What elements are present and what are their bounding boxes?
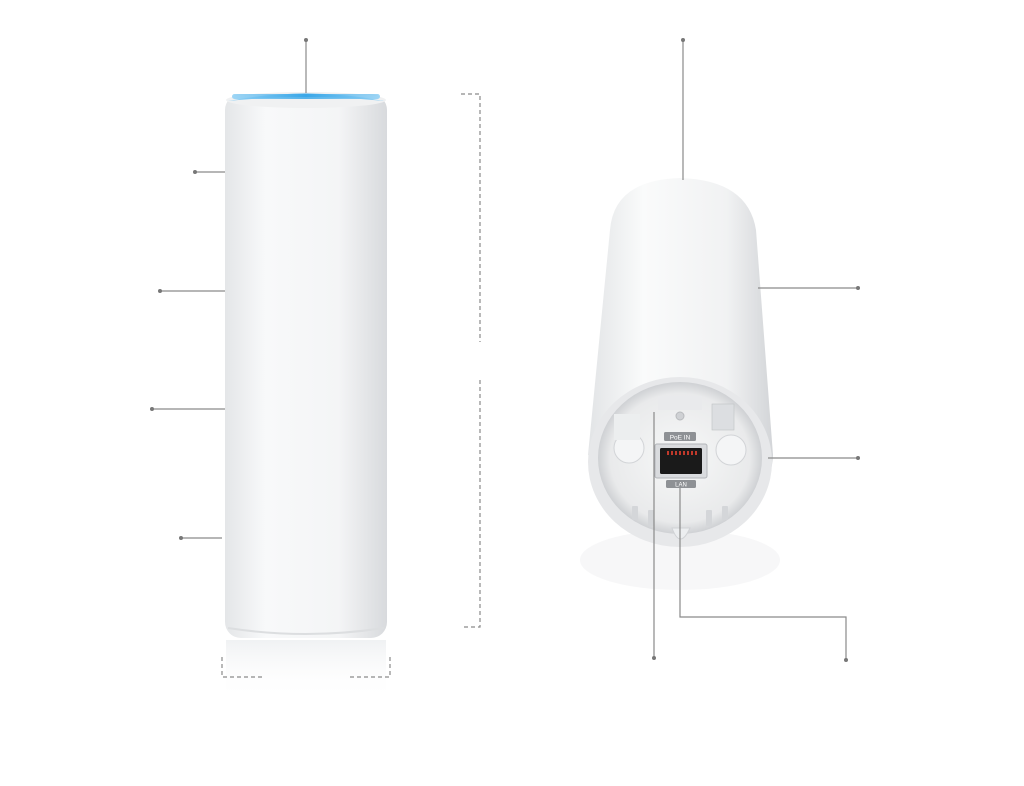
callout-8-dot	[652, 656, 656, 660]
height-dimension-top	[461, 93, 481, 342]
front-reflection	[226, 640, 386, 700]
callout-2-dot	[158, 289, 162, 293]
callout-5-dot	[681, 38, 685, 42]
led-ring-glow	[232, 94, 380, 99]
regulatory-marks	[614, 414, 640, 440]
front-device-body	[225, 94, 387, 638]
poe-label: PoE IN	[670, 435, 691, 442]
bottom-view-device: PoE IN LAN	[580, 178, 780, 590]
bottom-callouts	[652, 38, 860, 662]
callout-led-dot	[304, 38, 308, 42]
callout-7-dot	[856, 456, 860, 460]
ethernet-pins	[667, 451, 697, 455]
callout-6-dot	[856, 286, 860, 290]
latch-tab	[671, 527, 691, 540]
callout-4-dot	[179, 536, 183, 540]
screw-boss-right	[715, 434, 747, 466]
poe-label-bg	[664, 432, 696, 441]
lan-label-bg	[666, 480, 696, 488]
front-view-device	[225, 92, 387, 700]
height-dimension-bottom	[461, 380, 481, 628]
callout-3-dot	[150, 407, 154, 411]
front-bottom-edge	[227, 627, 385, 635]
callout-9-dot	[844, 658, 848, 662]
ethernet-port-notch	[671, 470, 691, 474]
front-callouts	[150, 38, 308, 540]
regulatory-text-block	[658, 396, 702, 410]
lan-label: LAN	[675, 483, 687, 489]
height-dimension	[461, 93, 481, 628]
callout-1-dot	[193, 170, 197, 174]
cable-slots	[632, 506, 728, 526]
qr-code	[711, 403, 735, 431]
reset-hole	[675, 411, 685, 421]
callout-9-line	[679, 488, 847, 660]
